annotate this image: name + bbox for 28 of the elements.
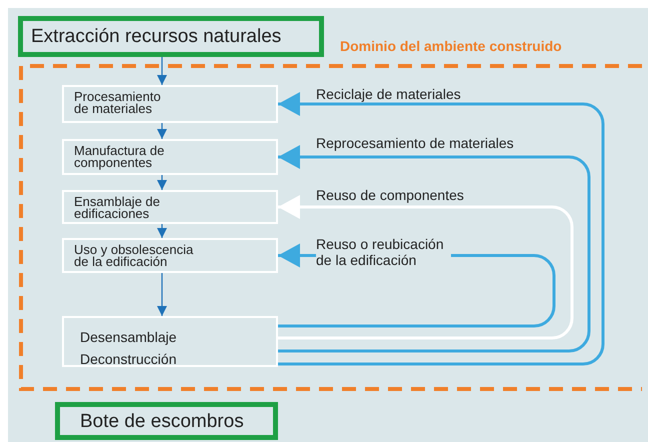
arrow bbox=[157, 123, 167, 139]
region-heading: Dominio del ambiente construido bbox=[340, 38, 562, 54]
edge-label: Reuso de componentes bbox=[316, 187, 464, 203]
arrow bbox=[157, 273, 167, 316]
arrow bbox=[278, 145, 590, 352]
arrow bbox=[157, 224, 167, 238]
arrow bbox=[157, 57, 167, 85]
terminal-box bbox=[18, 16, 324, 57]
process-box bbox=[62, 139, 278, 175]
terminal-box bbox=[55, 402, 278, 440]
edge-label: Reuso o reubicación de la edificación bbox=[316, 236, 451, 268]
node-text: Uso y obsolescencia de la edificación bbox=[74, 244, 194, 268]
node-text: Procesamiento de materiales bbox=[74, 91, 162, 115]
process-box bbox=[62, 190, 278, 224]
arrow bbox=[157, 175, 167, 190]
node-text: Deconstrucción bbox=[80, 350, 178, 369]
node-text: Extracción recursos naturales bbox=[31, 26, 282, 48]
arrow bbox=[278, 195, 574, 340]
edge-label: Reprocesamiento de materiales bbox=[316, 135, 514, 151]
arrow bbox=[278, 92, 604, 366]
edge-label: Reciclaje de materiales bbox=[316, 86, 461, 102]
node-text: Ensamblaje de edificaciones bbox=[74, 196, 161, 220]
process-box bbox=[62, 238, 278, 273]
process-box bbox=[62, 316, 278, 367]
process-box bbox=[62, 85, 278, 123]
node-text: Desensamblaje bbox=[80, 328, 178, 347]
node-text: Manufactura de componentes bbox=[74, 145, 166, 169]
node-text: Bote de escombros bbox=[80, 411, 245, 433]
